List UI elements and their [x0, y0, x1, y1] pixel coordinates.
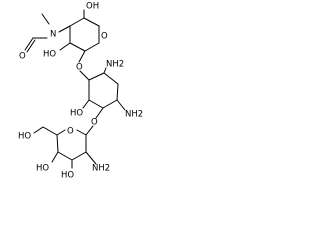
bond [83, 17, 100, 27]
bond [33, 126, 44, 134]
bond [42, 126, 58, 136]
atom-label-o-link-top: O [76, 63, 83, 73]
atom-label-o-link-bottom: O [91, 118, 98, 128]
bond [88, 72, 105, 81]
top-ring [24, 9, 100, 81]
bond [88, 99, 104, 109]
bond [59, 42, 71, 51]
molecule-structure-diagram: OH N O HO O O NH2 NH2 HO O HO O HO HO NH… [0, 0, 158, 208]
atom-label-o-formyl: O [19, 52, 26, 62]
atom-label-n-methyl: N [50, 30, 56, 40]
bond [56, 134, 59, 153]
bond [85, 151, 97, 165]
bond [58, 25, 71, 33]
bond [69, 17, 85, 27]
bond [56, 129, 66, 136]
atom-label-o-ring-top: O [101, 32, 108, 42]
bond [116, 99, 126, 111]
atom-label-oh-ch2: HO [18, 132, 31, 142]
bond [103, 72, 119, 85]
atom-label-oh-mid: HO [70, 109, 83, 119]
atom-label-oh-b1: HO [36, 164, 49, 174]
atom-label-nh2-c: NH2 [92, 164, 110, 174]
structure-svg: OH N O HO O O NH2 NH2 HO O HO O HO HO NH… [18, 2, 143, 181]
atom-label-nh2-b: NH2 [125, 110, 143, 120]
bottom-ring [33, 126, 97, 169]
bond [82, 99, 90, 109]
bond [69, 42, 86, 52]
bond [116, 83, 119, 101]
bond [95, 107, 104, 119]
bond [76, 129, 87, 136]
bond [85, 125, 94, 136]
atom-label-nh2-a: NH2 [106, 60, 124, 70]
atom-label-oh-left: HO [43, 50, 56, 60]
atom-label-oh-top: OH [86, 2, 99, 12]
atom-labels: OH N O HO O O NH2 NH2 HO O HO O HO HO NH… [18, 2, 143, 181]
bond [79, 70, 90, 81]
bond [51, 151, 59, 163]
atom-label-o-ring-bottom: O [67, 127, 74, 137]
bond [26, 39, 36, 53]
bond [71, 151, 87, 161]
bond [41, 13, 50, 25]
bond [102, 99, 118, 109]
middle-ring [82, 67, 126, 136]
bond [57, 151, 73, 161]
bond [78, 50, 86, 63]
bond [24, 37, 34, 51]
bond [103, 67, 107, 74]
bond [84, 42, 100, 52]
atom-label-oh-b2: HO [61, 171, 74, 181]
